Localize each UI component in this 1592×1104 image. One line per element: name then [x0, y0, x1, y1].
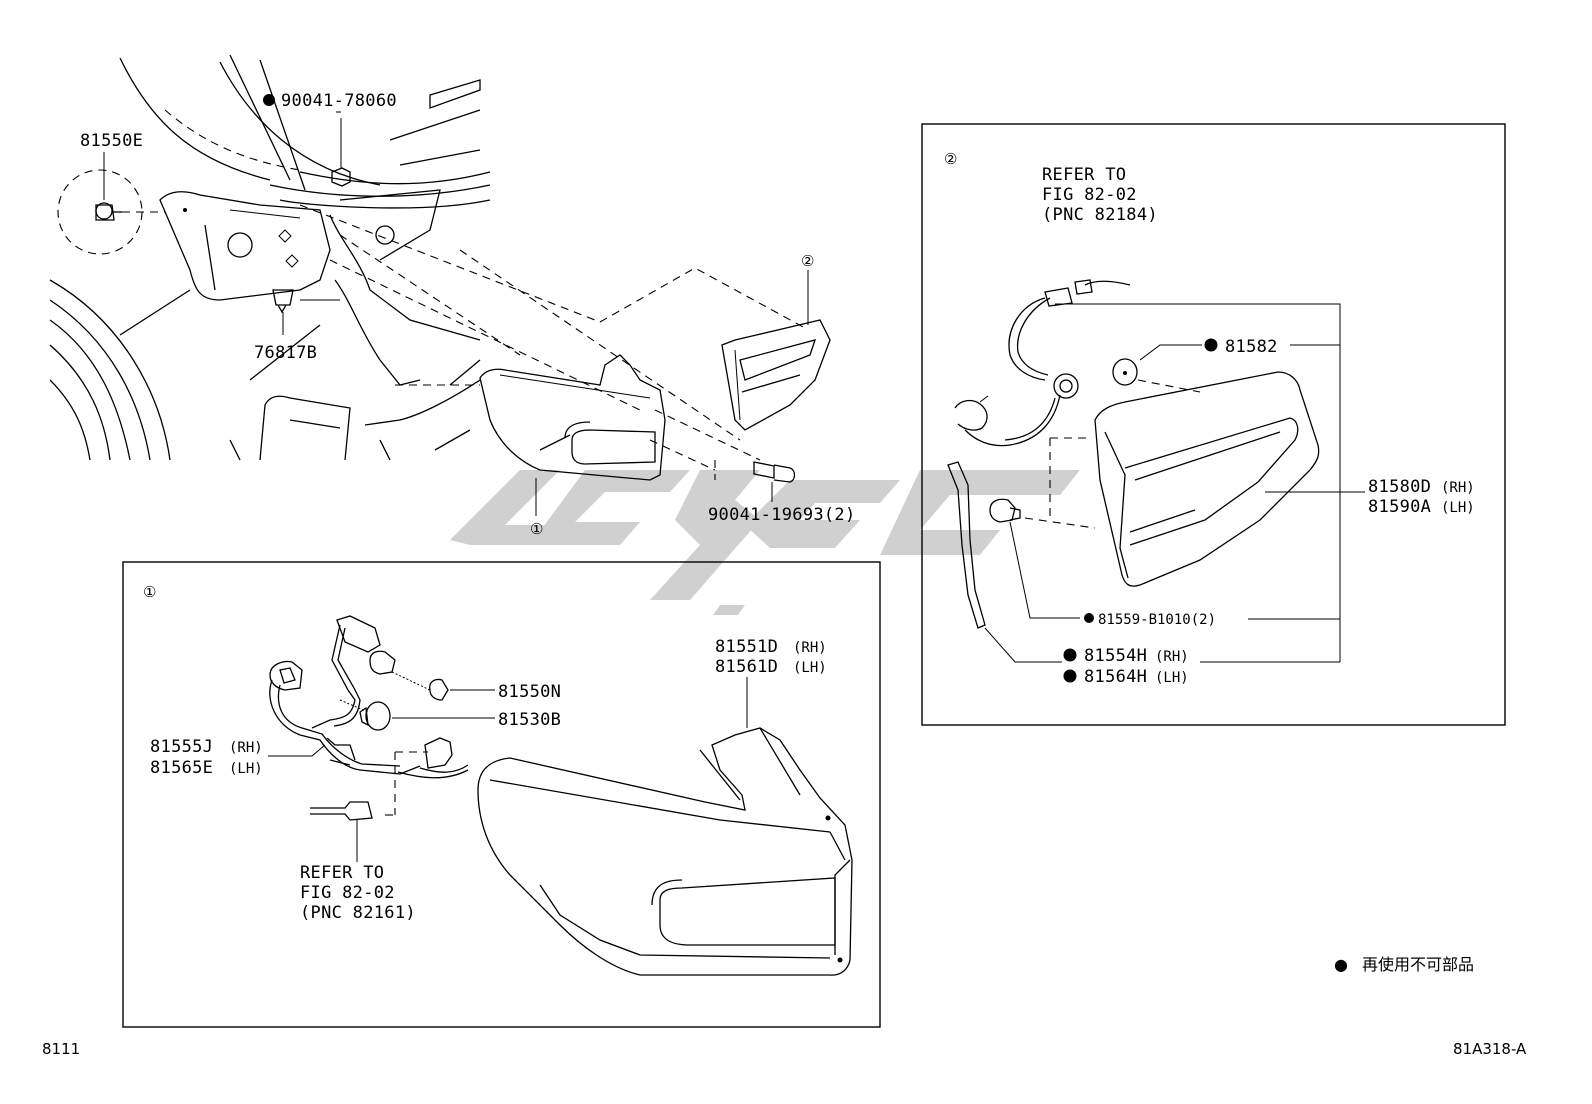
refer-bottom-line1: REFER TO	[300, 863, 384, 883]
footer-figure-number: 8111	[42, 1040, 80, 1058]
label-81580D-side: (RH)	[1441, 480, 1475, 496]
label-81565E-side: (LH)	[229, 761, 263, 777]
tail-lamp-outer-small	[479, 354, 666, 481]
refer-top-line1: REFER TO	[1042, 165, 1126, 185]
label-81554H: 81554H	[1084, 646, 1147, 666]
watermark-logo	[450, 470, 1080, 615]
legend-text: 再使用不可部品	[1362, 955, 1474, 974]
label-81561D: 81561D	[715, 657, 778, 677]
label-81550E: 81550E	[80, 131, 143, 151]
label-81555J-side: (RH)	[229, 740, 263, 756]
label-81555J: 81555J	[150, 737, 213, 757]
label-81590A: 81590A	[1368, 497, 1431, 517]
label-81554H-side: (RH)	[1155, 649, 1189, 665]
top-labels: 90041-78060 81550E 76817B ② ① 90041-1969…	[80, 91, 856, 538]
legend: ● 再使用不可部品	[1334, 955, 1474, 974]
callout-2-top: ②	[801, 252, 814, 270]
non-reusable-dot	[263, 94, 275, 106]
callout-1-box: ①	[143, 583, 156, 601]
callout-1-top: ①	[530, 520, 543, 538]
refer-bottom-line3: (PNC 82161)	[300, 903, 416, 923]
label-81561D-side: (LH)	[793, 660, 827, 676]
label-81530B: 81530B	[498, 710, 561, 730]
label-81590A-side: (LH)	[1441, 500, 1475, 516]
footer-illustration-id: 81A318-A	[1453, 1040, 1527, 1058]
legend-symbol: ●	[1334, 955, 1348, 974]
label-81565E: 81565E	[150, 758, 213, 778]
label-81580D: 81580D	[1368, 477, 1431, 497]
label-81551D: 81551D	[715, 637, 778, 657]
label-90041-19693: 90041-19693(2)	[708, 505, 856, 525]
label-81550N: 81550N	[498, 682, 561, 702]
refer-bottom-line2: FIG 82-02	[300, 883, 395, 903]
assembly-lines-top	[299, 204, 806, 480]
label-81551D-side: (RH)	[793, 640, 827, 656]
label-81564H-side: (LH)	[1155, 670, 1189, 686]
label-90041-78060: 90041-78060	[281, 91, 397, 111]
refer-top-line2: FIG 82-02	[1042, 185, 1137, 205]
detail-box-2: ② REFER TO FIG 82-02 (PNC 82184)	[921, 123, 1506, 726]
bolt-symbol	[753, 461, 796, 502]
tail-lamp-inner-small	[721, 319, 831, 431]
label-81564H: 81564H	[1084, 667, 1147, 687]
callout-2-box: ②	[944, 150, 957, 168]
vehicle-body-area	[49, 54, 491, 461]
refer-top-line3: (PNC 82184)	[1042, 205, 1158, 225]
label-81559-B1010: 81559-B1010(2)	[1098, 612, 1216, 628]
label-76817B: 76817B	[254, 343, 317, 363]
detail-box-1: ①	[122, 561, 881, 1028]
label-81582: 81582	[1225, 337, 1278, 357]
